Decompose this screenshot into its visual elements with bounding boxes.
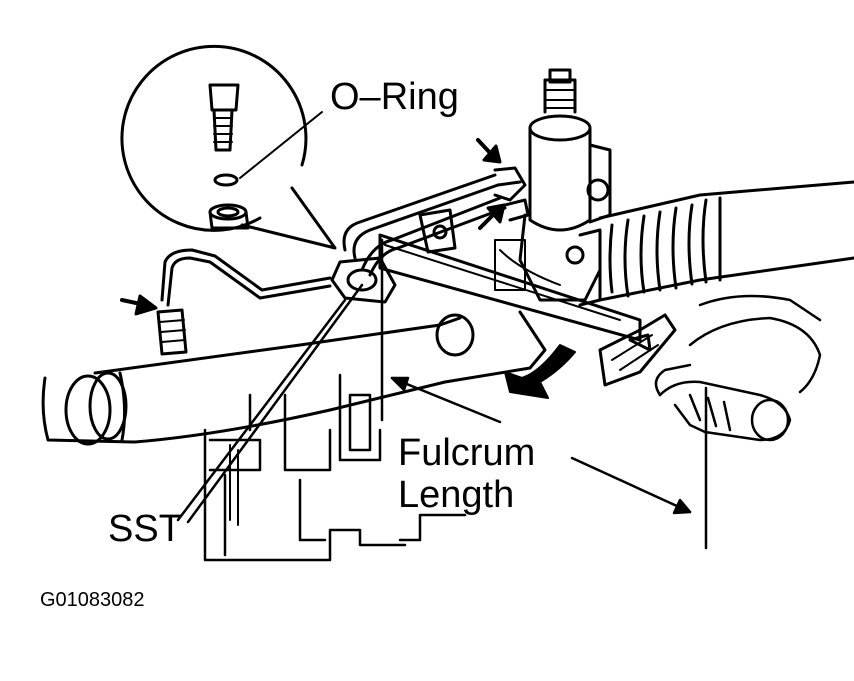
- fulcrum-label-line1: Fulcrum: [398, 432, 536, 474]
- sst-label: SST: [108, 508, 182, 550]
- sst-tool: [330, 208, 677, 387]
- hydraulic-pipes: [160, 166, 530, 307]
- sst-leaders: [176, 283, 364, 524]
- figure-id: G01083082: [40, 589, 145, 611]
- subframe-block: [203, 373, 467, 562]
- rack-housing: [41, 310, 547, 446]
- fitting-arrows: [476, 138, 506, 230]
- valve-housing: [494, 68, 612, 302]
- fulcrum-length-label: Fulcrum Length: [398, 432, 535, 516]
- fulcrum-label-line2: Length: [398, 474, 515, 516]
- rack-boot: [578, 180, 854, 307]
- torque-direction-arrow: [504, 344, 576, 399]
- left-pipe-fitting: [120, 294, 188, 356]
- detail-callout: [120, 44, 337, 250]
- hand: [654, 294, 822, 442]
- fulcrum-dimension: [380, 238, 708, 550]
- o-ring-label: O–Ring: [330, 76, 459, 118]
